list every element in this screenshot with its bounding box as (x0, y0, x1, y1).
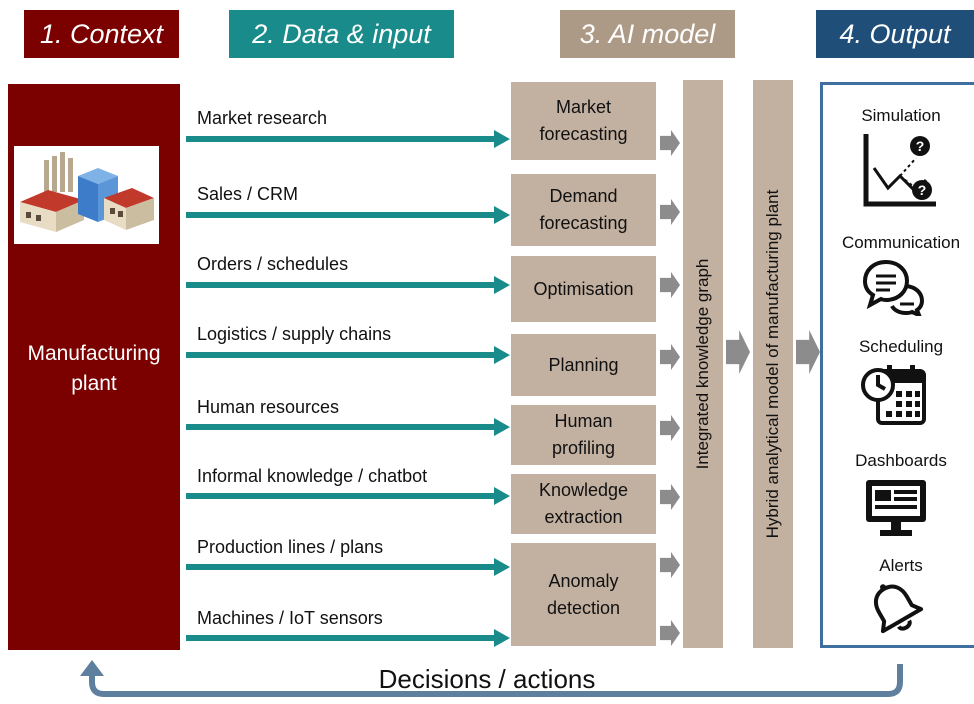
model-to-graph-arrow (660, 415, 680, 441)
model-optimisation: Optimisation (511, 256, 656, 322)
output-label-simulation: Simulation (861, 106, 941, 125)
model-to-graph-arrow (660, 620, 680, 646)
model-label-line1: Planning (548, 354, 619, 375)
header-ai-model: 3. AI model (560, 10, 735, 58)
hybrid-to-output-arrow (796, 330, 820, 374)
model-demand-forecasting: Demand forecasting (511, 174, 656, 246)
monitor-dashboard-icon (866, 480, 926, 536)
model-label-line2: detection (546, 597, 621, 618)
feedback-arrowhead (80, 660, 104, 676)
factory-icon (14, 146, 159, 244)
input-label-human-resources: Human resources (197, 397, 340, 417)
model-label-line1: Optimisation (533, 278, 634, 299)
input-arrow (186, 130, 510, 148)
svg-text:?: ? (916, 138, 925, 154)
output-panel (820, 82, 974, 648)
model-to-graph-arrow (660, 130, 680, 156)
knowledge-graph-label: Integrated knowledge graph (693, 258, 712, 470)
model-to-graph-arrow (660, 484, 680, 510)
calendar-clock-icon (861, 365, 926, 425)
output-label-alerts: Alerts (879, 556, 923, 575)
input-arrow (186, 346, 510, 364)
header-context: 1. Context (24, 10, 179, 58)
feedback-label: Decisions / actions (378, 664, 596, 694)
model-label-line1: Anomaly (548, 570, 619, 591)
input-label-production-lines: Production lines / plans (197, 537, 384, 557)
model-human-profiling: Human profiling (511, 405, 656, 465)
model-label-line2: profiling (551, 438, 616, 458)
model-planning: Planning (511, 334, 656, 396)
model-to-graph-arrow (660, 552, 680, 578)
input-label-informal-knowledge: Informal knowledge / chatbot (197, 466, 428, 486)
input-arrow (186, 558, 510, 576)
model-market-forecasting: Market forecasting (511, 82, 656, 160)
model-to-graph-arrow (660, 344, 680, 370)
knowledge-graph-bar: Integrated knowledge graph (683, 80, 723, 648)
output-label-dashboards: Dashboards (855, 451, 947, 470)
model-label-line1: Market (555, 97, 611, 117)
model-label-line2: extraction (544, 507, 623, 527)
header-output: 4. Output (816, 10, 974, 58)
context-label: Manufacturing plant (8, 339, 180, 399)
context-label-line1: Manufacturing (27, 342, 161, 365)
input-label-sales-crm: Sales / CRM (197, 184, 299, 204)
input-arrow (186, 418, 510, 436)
model-arrows (660, 130, 820, 646)
chart-question-icon: ? ? (863, 134, 936, 207)
input-arrow (186, 206, 510, 224)
input-arrow (186, 487, 510, 505)
input-arrow (186, 276, 510, 294)
model-to-graph-arrow (660, 272, 680, 298)
model-label-line1: Human (554, 411, 613, 431)
input-label-machines-iot: Machines / IoT sensors (197, 608, 383, 628)
model-label-line2: forecasting (539, 213, 628, 233)
input-label-logistics: Logistics / supply chains (197, 324, 392, 344)
output-label-communication: Communication (841, 233, 961, 252)
bell-icon (873, 584, 924, 634)
input-label-market-research: Market research (197, 108, 328, 128)
input-arrow (186, 629, 510, 647)
hybrid-model-label: Hybrid analytical model of manufacturing… (763, 189, 782, 539)
factory-image (14, 146, 159, 244)
model-knowledge-extraction: Knowledge extraction (511, 474, 656, 534)
context-panel: Manufacturing plant (8, 84, 180, 650)
model-anomaly-detection: Anomaly detection (511, 543, 656, 646)
input-label-orders-schedules: Orders / schedules (197, 254, 349, 274)
feedback-arrow (89, 664, 903, 697)
chat-bubbles-icon (862, 259, 925, 316)
context-label-line2: plant (71, 372, 117, 395)
model-label-line1: Demand (549, 186, 618, 206)
header-data-input: 2. Data & input (229, 10, 454, 58)
model-label-line1: Knowledge (538, 480, 629, 500)
model-to-graph-arrow (660, 199, 680, 225)
hybrid-model-bar: Hybrid analytical model of manufacturing… (753, 80, 793, 648)
output-label-scheduling: Scheduling (858, 337, 944, 356)
model-label-line2: forecasting (539, 124, 628, 144)
input-arrows (186, 130, 510, 647)
svg-text:?: ? (918, 182, 927, 198)
graph-to-hybrid-arrow (726, 330, 750, 374)
